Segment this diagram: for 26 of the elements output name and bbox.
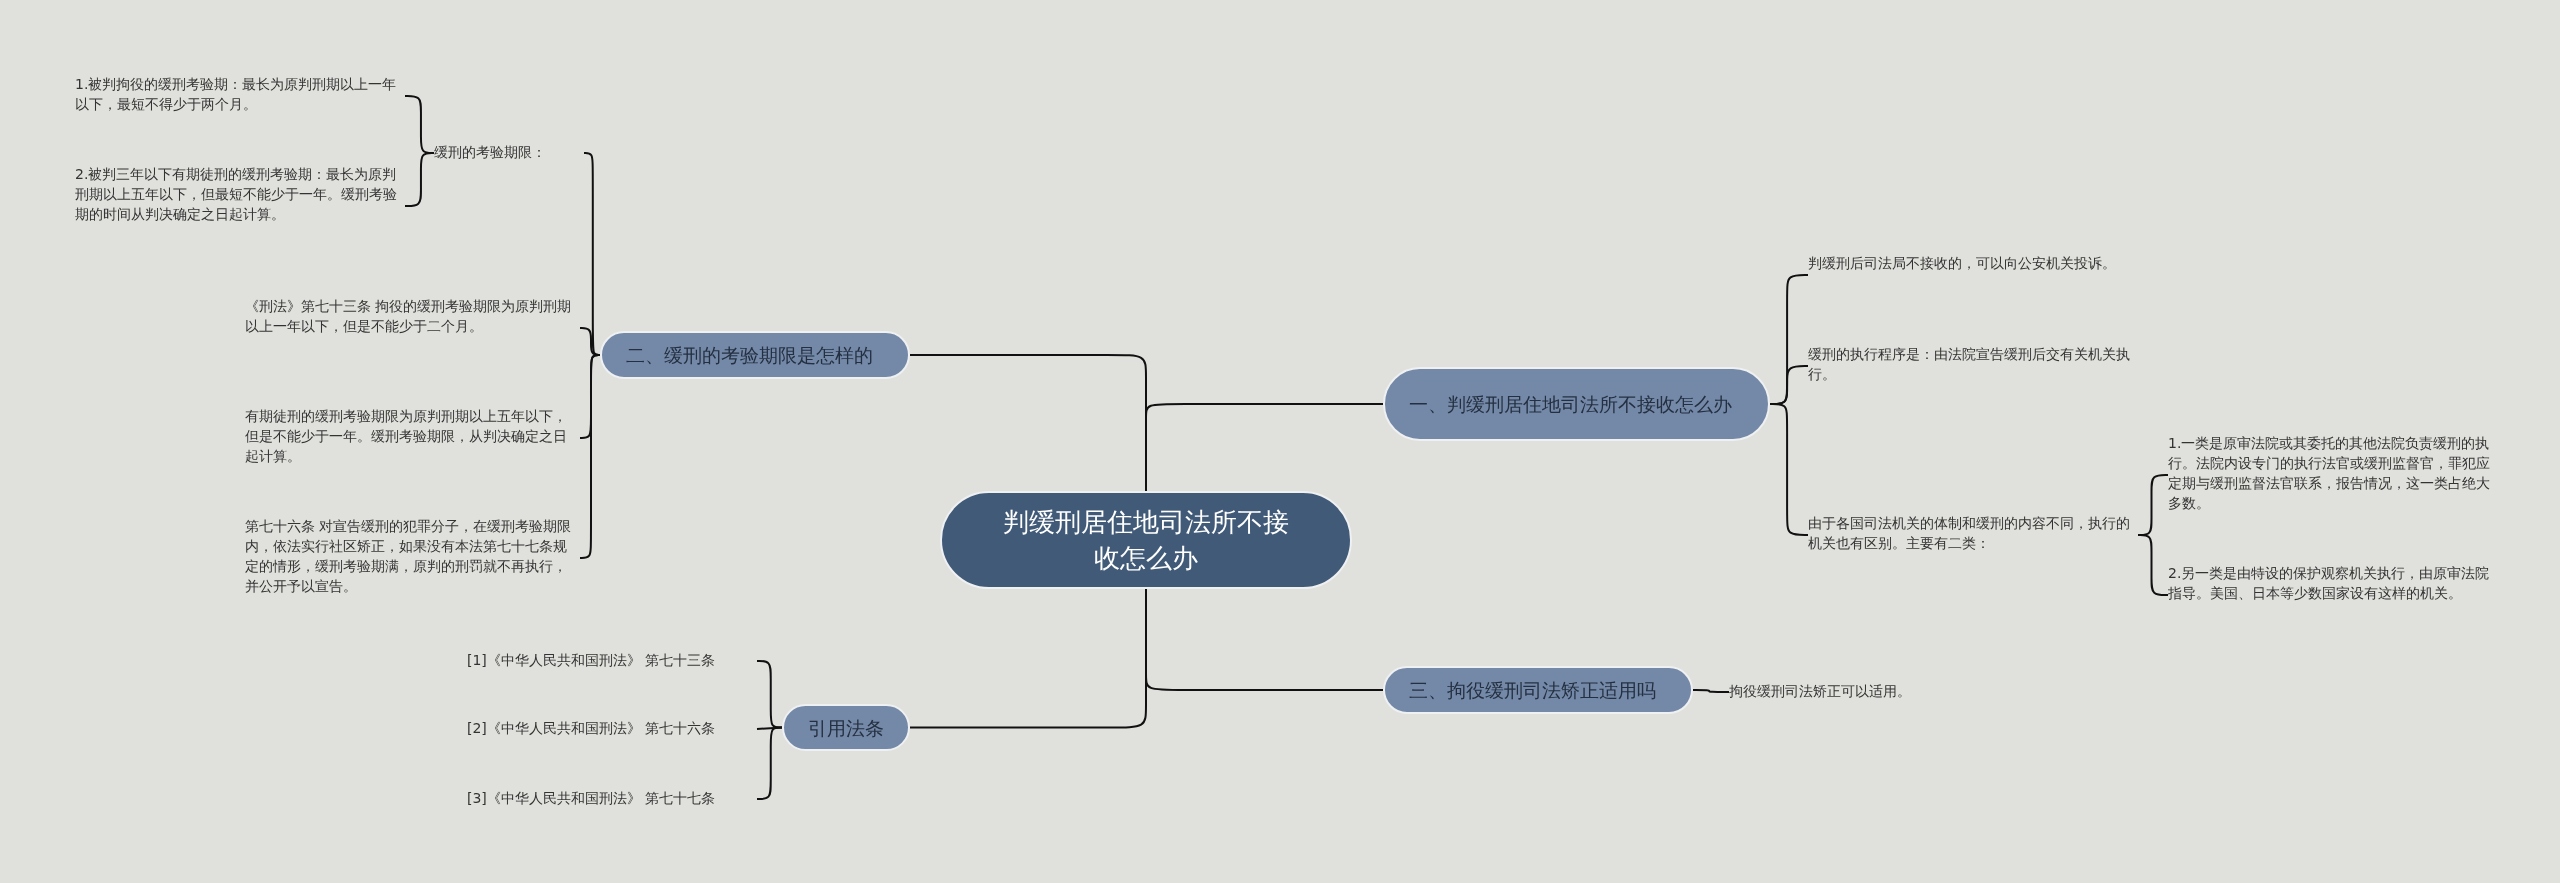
topic-text: [2]《中华人民共和国刑法》 第七十六条 bbox=[467, 718, 757, 740]
topic-text: 2.另一类是由特设的保护观察机关执行，由原审法院指导。美国、日本等少数国家设有这样的机关。 bbox=[2168, 563, 2498, 627]
topic-text: 由于各国司法机关的体制和缓刑的内容不同，执行的机关也有区别。主要有二类： bbox=[1808, 513, 2138, 557]
topic-pill: 一、判缓刑居住地司法所不接收怎么办 bbox=[1383, 367, 1770, 441]
topic-pill: 引用法条 bbox=[782, 704, 910, 751]
central-topic-pill: 判缓刑居住地司法所不接收怎么办 bbox=[940, 491, 1352, 589]
topic-text: 第七十六条 对宣告缓刑的犯罪分子，在缓刑考验期限内，依法实行社区矫正，如果没有本法第七十七条规定的情形，缓刑考验期满，原判的刑罚就不再执行，并公开予以宣告。 bbox=[245, 516, 580, 600]
connector-line bbox=[1692, 689, 1730, 693]
connector-line bbox=[2137, 534, 2169, 596]
topic-text: 拘役缓刑司法矫正可以适用。 bbox=[1729, 681, 1959, 703]
topic-text: 《刑法》第七十三条 拘役的缓刑考验期限为原判刑期以上一年以下，但是不能少于二个月。 bbox=[245, 296, 580, 360]
topic-text: 1.一类是原审法院或其委托的其他法院负责缓刑的执行。法院内设专门的执行法官或缓刑监督官，罪犯应定期与缓刑监督法官联系，报告情况，这一类占绝大多数。 bbox=[2168, 433, 2498, 517]
topic-text: [3]《中华人民共和国刑法》 第七十七条 bbox=[467, 788, 757, 810]
topic-pill: 二、缓刑的考验期限是怎样的 bbox=[600, 331, 910, 379]
topic-text: 判缓刑后司法局不接收的，可以向公安机关投诉。 bbox=[1808, 253, 2138, 297]
topic-text: 1.被判拘役的缓刑考验期：最长为原判刑期以上一年以下，最短不得少于两个月。 bbox=[75, 74, 405, 118]
topic-text: [1]《中华人民共和国刑法》 第七十三条 bbox=[467, 650, 757, 672]
connector-line bbox=[909, 588, 1147, 729]
topic-text: 有期徒刑的缓刑考验期限为原判刑期以上五年以下，但是不能少于一年。缓刑考验期限，从判决确定之日起计算。 bbox=[245, 406, 580, 470]
topic-pill: 三、拘役缓刑司法矫正适用吗 bbox=[1383, 666, 1693, 714]
topic-text: 缓刑的执行程序是：由法院宣告缓刑后交有关机关执行。 bbox=[1808, 344, 2138, 388]
topic-text: 2.被判三年以下有期徒刑的缓刑考验期：最长为原判刑期以上五年以下，但最短不能少于一年。缓刑考验期的时间从判决确定之日起计算。 bbox=[75, 164, 405, 248]
topic-text: 缓刑的考验期限： bbox=[434, 142, 584, 164]
connector-line bbox=[579, 354, 601, 559]
connector-line bbox=[404, 152, 435, 207]
connector-line bbox=[909, 354, 1147, 492]
